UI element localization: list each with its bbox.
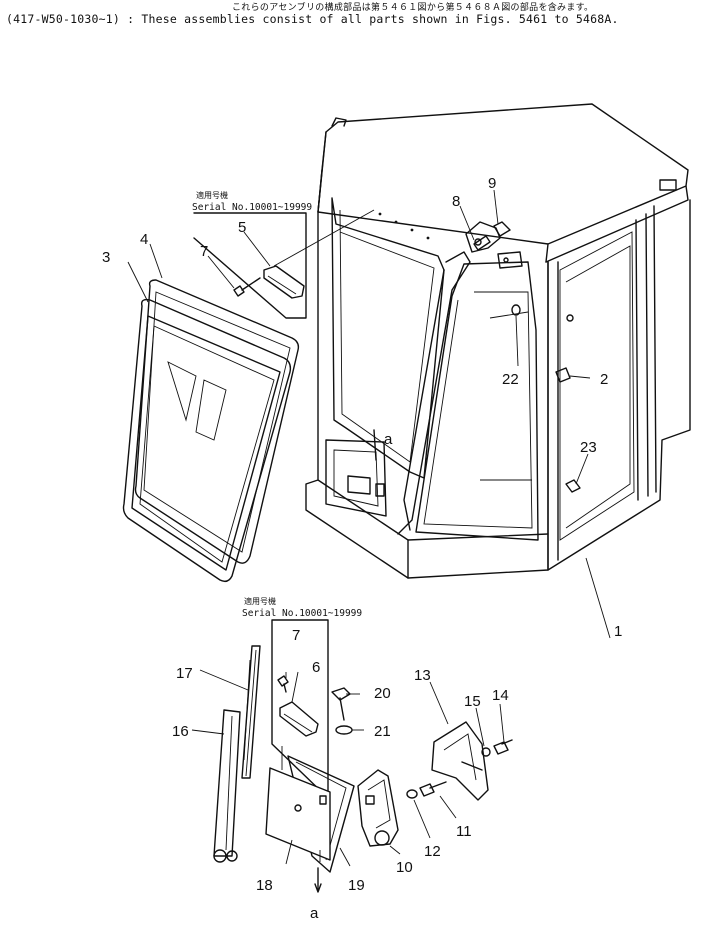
callout-4: 4: [140, 231, 148, 248]
callout-18: 18: [256, 877, 273, 894]
callout-3: 3: [102, 249, 110, 266]
window-assembly: [122, 279, 300, 583]
wiper-blade-17: [241, 645, 261, 779]
callout-5: 5: [238, 219, 246, 236]
callout-9: 9: [488, 175, 496, 192]
callout-11: 11: [456, 823, 472, 840]
callout-10: 10: [396, 859, 413, 876]
callout-20: 20: [374, 685, 391, 702]
callout-12: 12: [424, 843, 441, 860]
plate-18-and-frame-19: [265, 755, 355, 893]
japanese-assembly-note: これらのアセンブリの構成部品は第５４６１図から第５４６８Ａ図の部品を含みます。: [232, 3, 594, 13]
callout-1: 1: [614, 623, 622, 640]
callout-16: 16: [172, 723, 189, 740]
reference-a-lower: a: [310, 905, 319, 922]
callout-22: 22: [502, 371, 519, 388]
leader-lines: [127, 189, 611, 867]
callout-13: 13: [414, 667, 431, 684]
callout-19: 19: [348, 877, 365, 894]
small-bolts-upper: [373, 221, 581, 493]
callout-14: 14: [492, 687, 509, 704]
serial-box-lower-label: 適用号機: [244, 596, 276, 606]
english-assembly-note: (417-W50-1030~1) : These assemblies cons…: [6, 12, 619, 26]
callout-7-upper: 7: [200, 243, 208, 260]
serial-box-upper-label: 適用号機: [196, 190, 228, 200]
bolt-20-and-washer-21: [331, 687, 353, 735]
serial-box-lower-serial: Serial No.10001~19999: [242, 608, 362, 619]
callout-23: 23: [580, 439, 597, 456]
callout-17: 17: [176, 665, 193, 682]
callout-2: 2: [600, 371, 608, 388]
callout-7-lower: 7: [292, 627, 300, 644]
reference-a-upper: a: [384, 431, 393, 448]
serial-box-upper-serial: Serial No.10001~19999: [192, 202, 312, 213]
hinge-10: [357, 769, 399, 847]
callout-21: 21: [374, 723, 391, 740]
callout-8: 8: [452, 193, 460, 210]
callout-labels: 1 2 3 4 5 6 7 7 8 9 10 11 12 13 14 15 16…: [102, 175, 622, 922]
cab-assembly: [305, 103, 691, 579]
bracket-13: [431, 721, 489, 801]
wiper-arm-16: [213, 709, 241, 863]
washer-12-bolt-11: [406, 781, 447, 799]
callout-15: 15: [464, 693, 481, 710]
callout-6: 6: [312, 659, 320, 676]
washer-15-bolt-14: [481, 739, 513, 757]
serial-box-upper: 適用号機 Serial No.10001~19999: [192, 190, 375, 319]
